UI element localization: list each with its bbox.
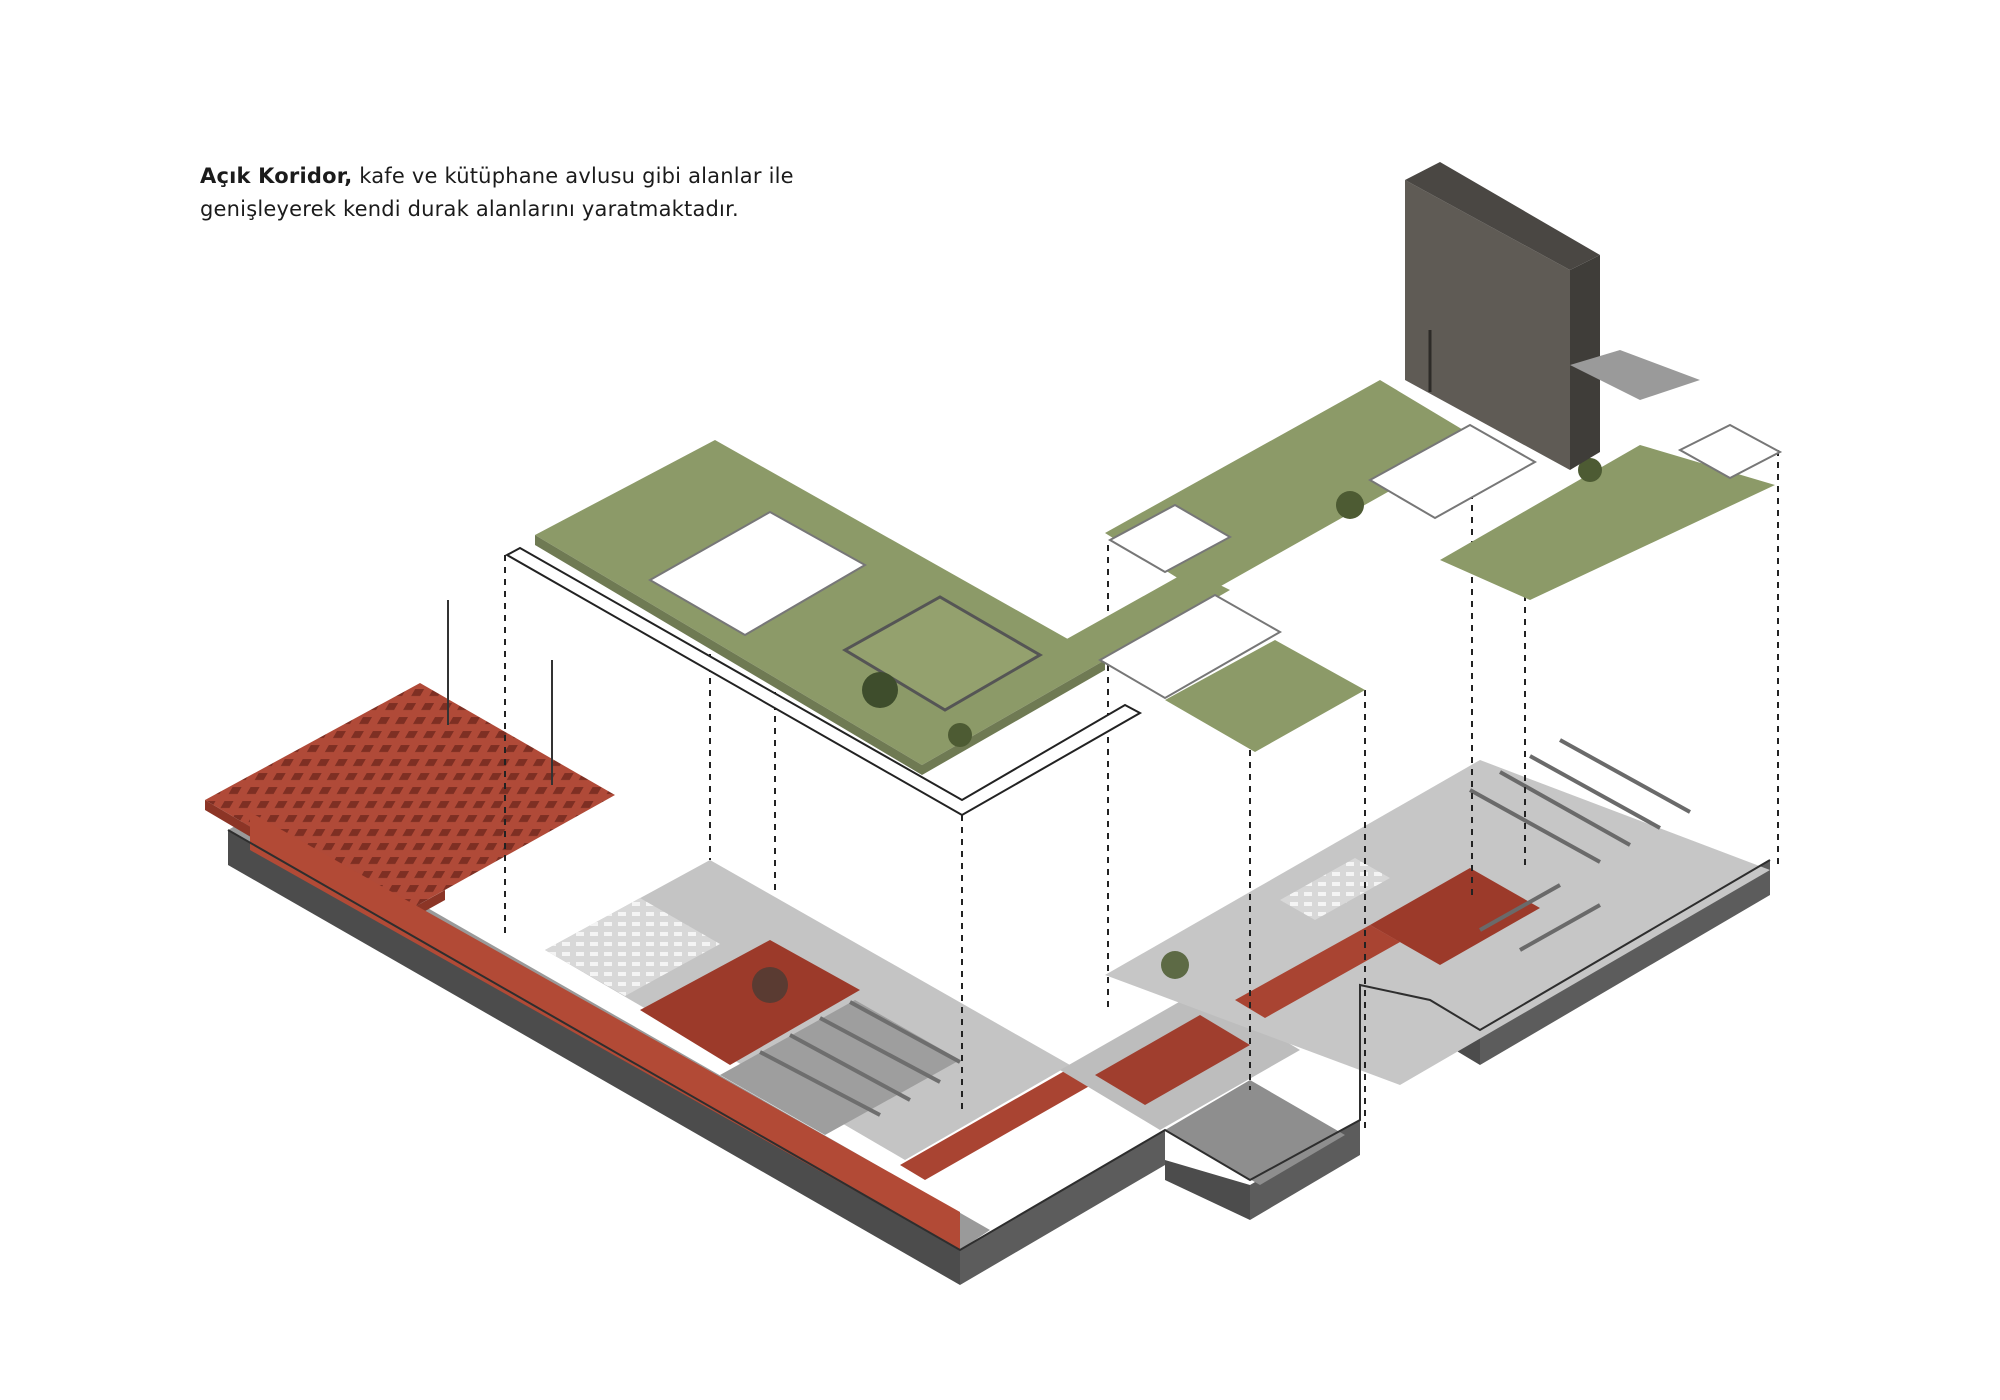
roof-courtyard-void — [647, 510, 868, 637]
roof-middle-void — [1107, 503, 1233, 574]
library-shelves — [545, 898, 720, 996]
wing-room-floor — [1165, 1080, 1345, 1185]
caption-line-2: genişleyerek kendi durak alanlarını yara… — [200, 197, 739, 221]
roof-tree-1 — [862, 672, 898, 708]
roof-level — [504, 162, 1783, 817]
tower-plinth — [1570, 350, 1700, 400]
caption-line-1: kafe ve kütüphane avlusu gibi alanlar il… — [352, 164, 794, 188]
roof-right-void-2 — [1677, 423, 1783, 480]
red-courtyard-room — [640, 940, 860, 1065]
courtyard-tree — [752, 967, 788, 1003]
tower-front — [1405, 180, 1570, 470]
roof-center-patch — [1165, 640, 1365, 752]
tower-top — [1405, 162, 1600, 270]
roof-right-void-1 — [1367, 423, 1538, 520]
caption-bold: Açık Koridor, — [200, 164, 353, 188]
base-outline — [227, 829, 1771, 1252]
connector-red-room — [1095, 1015, 1250, 1105]
roof-tree-2 — [948, 723, 972, 747]
lower-level — [205, 600, 1771, 1285]
roof-left-edge — [504, 546, 1143, 817]
right-plant — [1161, 951, 1189, 979]
room-partitions-left — [759, 1000, 961, 1117]
roof-right — [1440, 445, 1775, 600]
roof-center-void — [1097, 593, 1283, 700]
rooms-left-wing — [720, 1000, 960, 1135]
right-red-room — [1370, 868, 1540, 965]
roof-shrub-right — [1578, 458, 1602, 482]
roof-connector — [1065, 570, 1230, 662]
base-wall-front — [960, 1130, 1165, 1285]
roof-shrub-mid — [1336, 491, 1364, 519]
right-red-hall — [1235, 925, 1400, 1018]
base-wall-wing-right — [1250, 1120, 1360, 1220]
roof-raised-box — [842, 595, 1043, 712]
room-partitions-right — [1469, 738, 1691, 952]
diagram-caption: Açık Koridor, kafe ve kütüphane avlusu g… — [200, 160, 960, 226]
base-wall-left — [228, 830, 960, 1285]
base-wall-wing-front — [1165, 1160, 1250, 1220]
red-corridor-wall — [250, 812, 960, 1250]
right-shelves — [1280, 858, 1390, 920]
